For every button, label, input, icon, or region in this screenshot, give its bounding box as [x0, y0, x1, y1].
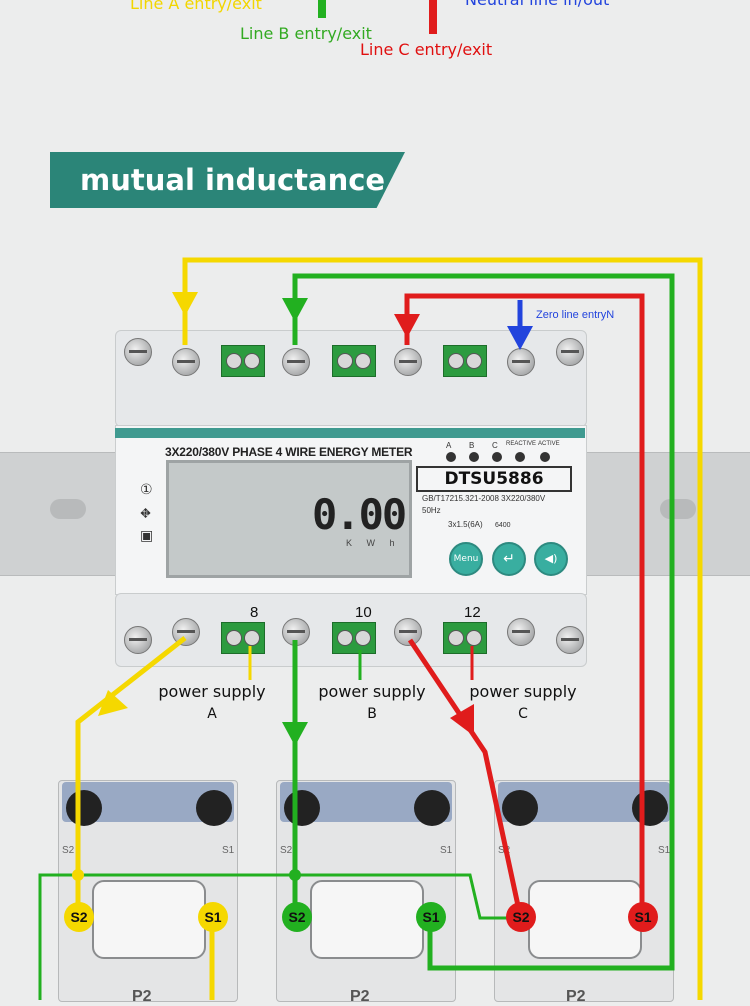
lcd-display [166, 460, 412, 578]
model-constant: 6400 [495, 522, 511, 529]
ct-tag-s1: S1 [222, 845, 235, 856]
terminal-number-8: 8 [250, 604, 259, 621]
led-b [469, 452, 479, 462]
line-c-label: Line C entry/exit [360, 40, 493, 59]
arrow-b-output [282, 722, 308, 746]
terminal-block-10 [332, 622, 376, 654]
network-icon: ⛖ [140, 506, 152, 522]
meter-stripe [115, 428, 585, 438]
ct-tag-s1: S1 [658, 845, 671, 856]
lcd-unit: K W h [346, 538, 401, 548]
arrow-a-input [172, 292, 198, 316]
led-c [492, 452, 502, 462]
wire-c-output [407, 638, 523, 916]
led-a [446, 452, 456, 462]
power-supply-label-a: power supply [158, 682, 266, 701]
line-a-label: Line A entry/exit [130, 0, 262, 13]
ct-window [310, 880, 424, 959]
terminal-screw-c-out [394, 618, 422, 646]
terminal-block [221, 345, 265, 377]
wire-b-input [292, 273, 675, 971]
back-button[interactable]: ◀) [534, 542, 568, 576]
led-label-c: C [492, 441, 498, 450]
section-title: mutual inductance [80, 163, 386, 197]
zero-line-label: Zero line entryN [536, 309, 615, 321]
led-label-active: ACTIVE [538, 441, 560, 447]
arrow-c-output [450, 704, 474, 736]
mount-screw [556, 338, 584, 366]
arrow-c-input [394, 314, 420, 338]
terminal-block-8 [221, 622, 265, 654]
led-label-b: B [469, 441, 475, 450]
wire-a-input [182, 257, 703, 1000]
arrow-a-output [98, 690, 128, 716]
lcd-reading: 0.00 [312, 490, 407, 539]
wire-c-input [404, 293, 645, 915]
arrow-neutral [507, 326, 533, 350]
ct-b-s2-terminal: S2 [282, 902, 312, 932]
ct-mount-hole [196, 790, 232, 826]
model-frequency: 50Hz [422, 506, 441, 515]
menu-button[interactable]: Menu [449, 542, 483, 576]
line-b-label: Line B entry/exit [240, 24, 372, 43]
ct-c-s1-terminal: S1 [628, 902, 658, 932]
led-active [540, 452, 550, 462]
led-label-reactive: REACTIVE [506, 441, 537, 447]
ct-mount-hole [414, 790, 450, 826]
line-b-legend-bar [318, 0, 326, 18]
ct-tag-s2: S2 [280, 845, 293, 856]
neutral-label: Neutral line in/out [465, 0, 609, 9]
ct-b-s1-terminal: S1 [416, 902, 446, 932]
power-supply-label-c: power supply [469, 682, 577, 701]
led-reactive [515, 452, 525, 462]
power-supply-phase-a: A [207, 706, 217, 722]
power-supply-phase-c: C [518, 706, 528, 722]
terminal-screw-n-out [507, 618, 535, 646]
terminal-number-10: 10 [355, 604, 372, 621]
terminal-screw-a-out [172, 618, 200, 646]
mount-screw [124, 626, 152, 654]
ct-mount-hole [632, 790, 668, 826]
power-supply-phase-b: B [367, 706, 377, 722]
model-current: 3x1.5(6A) [448, 520, 483, 529]
ct-window [92, 880, 206, 959]
line-c-legend-bar [429, 0, 437, 34]
ct-a-s1-terminal: S1 [198, 902, 228, 932]
section-banner [50, 152, 405, 208]
wire-a-output [75, 636, 187, 915]
led-label-a: A [446, 441, 452, 450]
ct-mount-hole [66, 790, 102, 826]
enter-button[interactable]: ↵ [492, 542, 526, 576]
mount-screw [124, 338, 152, 366]
ct-c-s2-terminal: S2 [506, 902, 536, 932]
terminal-screw-b-in [282, 348, 310, 376]
terminal-screw-c-in [394, 348, 422, 376]
terminal-number-12: 12 [464, 604, 481, 621]
model-standard: GB/T17215.321-2008 3X220/380V [422, 494, 546, 503]
arrow-b-input [282, 298, 308, 322]
model-name: DTSU5886 [416, 466, 572, 492]
mount-screw [556, 626, 584, 654]
junction-dot [289, 869, 301, 881]
power-supply-label-b: power supply [318, 682, 426, 701]
wire-common [38, 873, 520, 1000]
junction-dot [72, 869, 84, 881]
rail-slot [50, 499, 86, 519]
ct-a-s2-terminal: S2 [64, 902, 94, 932]
pulse-icon: ① [140, 482, 153, 498]
ct-mount-hole [284, 790, 320, 826]
terminal-screw-a-in [172, 348, 200, 376]
double-insulation-icon: ▣ [140, 528, 154, 544]
rail-slot [660, 499, 696, 519]
terminal-screw-n [507, 348, 535, 376]
ct-window [528, 880, 642, 959]
terminal-block [332, 345, 376, 377]
ct-tag-s2: S2 [62, 845, 75, 856]
meter-name: 3X220/380V PHASE 4 WIRE ENERGY METER [165, 445, 413, 459]
terminal-block [443, 345, 487, 377]
terminal-block-12 [443, 622, 487, 654]
ct-mount-hole [502, 790, 538, 826]
ct-tag-s1: S1 [440, 845, 453, 856]
